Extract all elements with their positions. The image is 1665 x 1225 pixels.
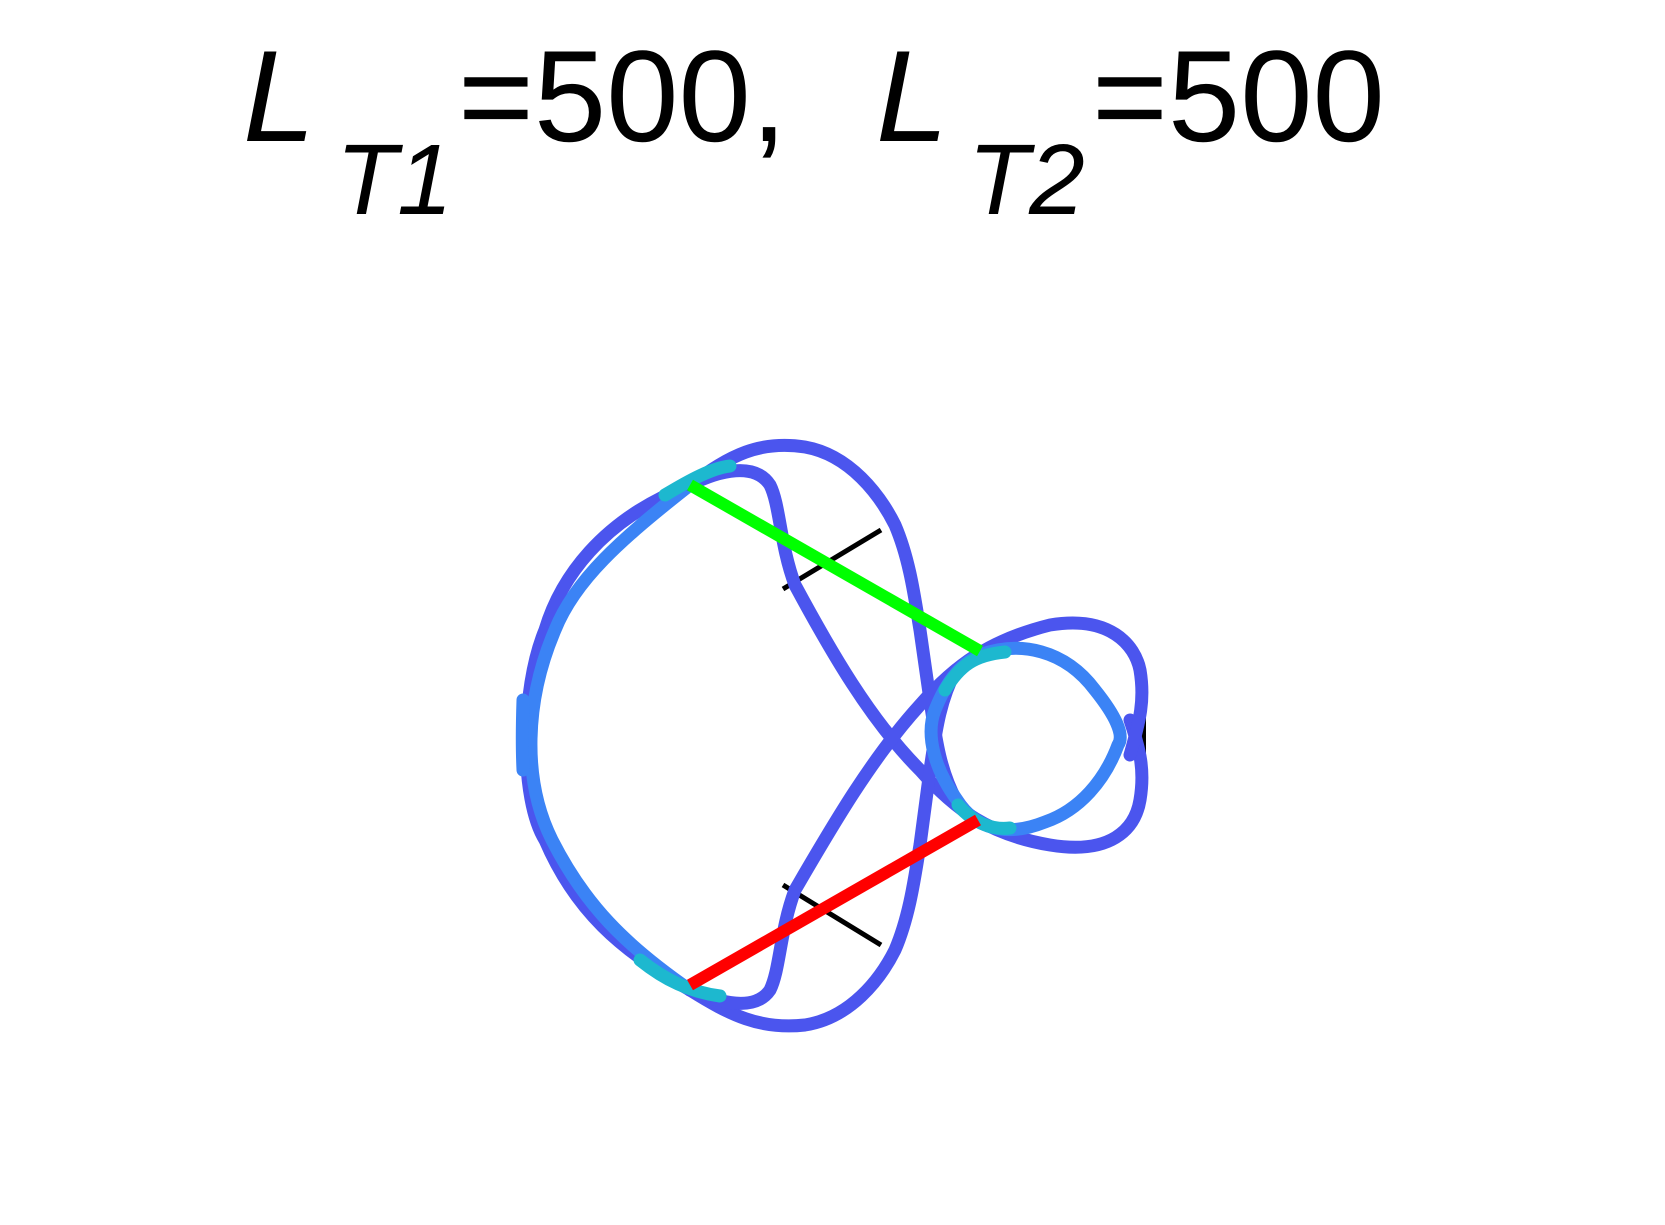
- green-connector: [687, 479, 983, 657]
- curve-segment-bottom-inner: [683, 616, 1149, 1010]
- curve-segment-left-mid: [515, 693, 530, 777]
- curve-highlight-top-left: [658, 459, 737, 502]
- curve-segment-right-loop-cyan: [938, 645, 1017, 835]
- title-t1-symbol: L: [243, 23, 315, 169]
- title-t2-symbol: L: [876, 23, 948, 169]
- curve-segment-top-inner: [683, 464, 1149, 854]
- curve-segment-right-loop: [924, 642, 1127, 837]
- title-t1-subscript: T1: [336, 124, 453, 236]
- curve-segment-left-inner: [524, 478, 697, 997]
- knot-curve: [515, 438, 1149, 1033]
- title-t1-value: =500,: [458, 23, 787, 169]
- title-t2-subscript: T2: [968, 124, 1085, 236]
- diagram-title: L T1 =500, L T2 =500: [243, 23, 1385, 236]
- red-connector: [687, 814, 981, 991]
- title-t2-value: =500: [1092, 23, 1385, 169]
- curve-highlight-bottom-left: [633, 953, 727, 1003]
